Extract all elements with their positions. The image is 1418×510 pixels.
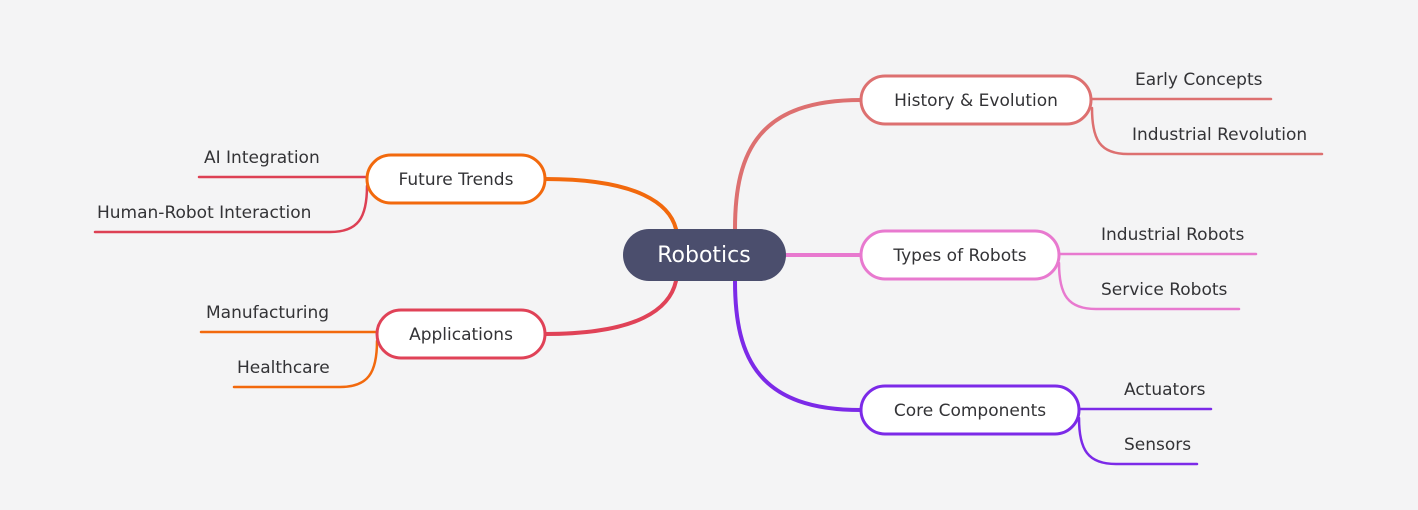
leaf-label-industrial-revolution[interactable]: Industrial Revolution <box>1132 125 1307 145</box>
node-root-label: Robotics <box>657 243 750 268</box>
leaf-label-service-robots[interactable]: Service Robots <box>1101 280 1228 300</box>
leaf-label-sensors[interactable]: Sensors <box>1124 435 1191 455</box>
node-applications-label: Applications <box>409 325 513 345</box>
node-root[interactable]: Robotics <box>623 229 786 281</box>
node-applications[interactable]: Applications <box>375 308 547 360</box>
node-types-of-robots[interactable]: Types of Robots <box>859 229 1061 281</box>
leaf-label-actuators[interactable]: Actuators <box>1124 380 1206 400</box>
trunk-edges <box>543 98 863 412</box>
node-applications-shape[interactable] <box>375 308 547 360</box>
leaf-label-early-concepts[interactable]: Early Concepts <box>1135 70 1263 90</box>
branch-nodes: History & Evolution Types of Robots Core… <box>365 74 1093 436</box>
node-history-evolution-label: History & Evolution <box>894 91 1058 111</box>
node-types-of-robots-label: Types of Robots <box>892 246 1026 266</box>
leaf-edge-human-robot-interaction <box>93 184 369 234</box>
node-future-trends[interactable]: Future Trends <box>365 153 547 205</box>
node-future-trends-label: Future Trends <box>399 170 514 190</box>
leaf-label-ai-integration[interactable]: AI Integration <box>204 148 320 168</box>
leaf-label-healthcare[interactable]: Healthcare <box>237 358 330 378</box>
edge-root-future-trends <box>543 177 678 231</box>
node-future-trends-shape[interactable] <box>365 153 547 205</box>
leaf-label-industrial-robots[interactable]: Industrial Robots <box>1101 225 1244 245</box>
leaf-edge-service-robots <box>1057 261 1241 311</box>
edge-root-history-evolution <box>733 98 863 231</box>
leaf-label-human-robot-interaction[interactable]: Human-Robot Interaction <box>97 203 311 223</box>
edge-root-applications <box>543 279 678 336</box>
node-core-components[interactable]: Core Components <box>859 384 1081 436</box>
leaf-edge-healthcare <box>232 339 379 389</box>
node-core-components-shape[interactable] <box>859 384 1081 436</box>
leaf-edges <box>93 97 1324 466</box>
node-types-of-robots-shape[interactable] <box>859 229 1061 281</box>
node-root-shape[interactable] <box>623 229 786 281</box>
leaf-edge-sensors <box>1077 416 1199 466</box>
node-history-evolution[interactable]: History & Evolution <box>859 74 1093 126</box>
edge-root-core-components <box>733 279 863 412</box>
leaf-label-manufacturing[interactable]: Manufacturing <box>206 303 329 323</box>
leaf-edge-industrial-revolution <box>1090 106 1324 156</box>
node-history-evolution-shape[interactable] <box>859 74 1093 126</box>
node-core-components-label: Core Components <box>894 401 1046 421</box>
leaf-labels: Early Concepts Industrial Revolution Ind… <box>97 70 1307 455</box>
